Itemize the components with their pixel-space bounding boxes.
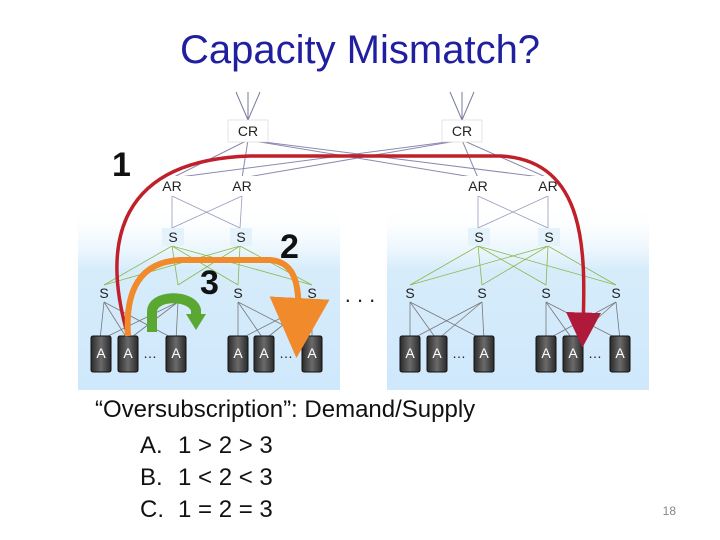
switch-access-5: S (405, 285, 414, 301)
server-ellipsis: … (452, 345, 466, 361)
switch-to-access-links (103, 245, 617, 286)
server: A (562, 335, 584, 373)
switch-upper-2: S (230, 228, 252, 246)
svg-text:S: S (99, 285, 108, 301)
path-1-arrow (115, 154, 601, 348)
option-b[interactable]: B. 1 < 2 < 3 (140, 462, 273, 494)
svg-text:A: A (615, 345, 625, 361)
server: A (609, 335, 631, 373)
svg-text:AR: AR (468, 178, 487, 194)
answer-options: A. 1 > 2 > 3 B. 1 < 2 < 3 C. 1 = 2 = 3 (140, 430, 273, 526)
switch-upper-3: S (468, 228, 490, 246)
server-group-4: A A … A (535, 335, 631, 373)
page-number: 18 (662, 504, 676, 518)
slide-title: Capacity Mismatch? (179, 28, 541, 72)
svg-text:AR: AR (232, 178, 251, 194)
svg-text:S: S (233, 285, 242, 301)
svg-text:AR: AR (538, 178, 557, 194)
svg-text:S: S (405, 285, 414, 301)
option-text: 1 < 2 < 3 (178, 464, 273, 491)
agg-to-switch-links (171, 195, 549, 229)
server-ellipsis: … (279, 345, 293, 361)
server-ellipsis: … (143, 345, 157, 361)
switch-access-8: S (611, 285, 620, 301)
option-a[interactable]: A. 1 > 2 > 3 (140, 430, 273, 462)
core-router-1: CR (227, 119, 269, 143)
svg-text:AR: AR (162, 178, 181, 194)
option-c[interactable]: C. 1 = 2 = 3 (140, 494, 273, 526)
svg-text:A: A (171, 345, 181, 361)
server: A (426, 335, 448, 373)
switch-upper-4: S (538, 228, 560, 246)
switch-upper-1: S (162, 228, 184, 246)
server: A (399, 335, 421, 373)
switch-access-6: S (477, 285, 486, 301)
svg-text:S: S (611, 285, 620, 301)
server: A (227, 335, 249, 373)
core-router-2: CR (441, 119, 483, 143)
server: A (90, 335, 112, 373)
core-uplinks (235, 91, 475, 121)
svg-text:A: A (568, 345, 578, 361)
svg-text:S: S (541, 285, 550, 301)
agg-router-2: AR (224, 176, 260, 196)
server: A (165, 335, 187, 373)
svg-text:A: A (259, 345, 269, 361)
svg-text:S: S (236, 229, 245, 245)
server: A (535, 335, 557, 373)
agg-router-3: AR (460, 176, 496, 196)
svg-text:S: S (477, 285, 486, 301)
server-group-3: A A … A (399, 335, 495, 373)
svg-text:A: A (233, 345, 243, 361)
core-to-agg-links (171, 139, 549, 179)
server: A (301, 335, 323, 373)
option-text: 1 > 2 > 3 (178, 432, 273, 459)
path-2-arrow (124, 257, 330, 358)
marker-2: 2 (280, 228, 299, 266)
svg-text:A: A (432, 345, 442, 361)
path-3-arrow (147, 293, 206, 332)
svg-text:A: A (96, 345, 106, 361)
svg-text:A: A (541, 345, 551, 361)
server: A (473, 335, 495, 373)
svg-text:CR: CR (238, 123, 258, 139)
server-group-1: A A … A (90, 335, 187, 373)
switch-access-3: S (233, 285, 242, 301)
svg-text:A: A (479, 345, 489, 361)
svg-text:A: A (405, 345, 415, 361)
switch-access-7: S (541, 285, 550, 301)
option-text: 1 = 2 = 3 (178, 496, 273, 523)
option-letter: B. (140, 464, 163, 491)
server: A (117, 335, 139, 373)
pod-gap-ellipsis: . . . (345, 282, 376, 307)
marker-3: 3 (200, 264, 219, 302)
svg-text:S: S (474, 229, 483, 245)
svg-text:A: A (123, 345, 133, 361)
option-letter: A. (140, 432, 163, 459)
network-topology-diagram: CR CR AR AR AR AR S S S S S S S S S S S … (78, 91, 649, 390)
agg-router-1: AR (154, 176, 190, 196)
server: A (253, 335, 275, 373)
svg-text:CR: CR (452, 123, 472, 139)
svg-text:S: S (168, 229, 177, 245)
svg-text:S: S (307, 285, 316, 301)
option-letter: C. (140, 496, 164, 523)
switch-access-4: S (307, 285, 316, 301)
question-text: “Oversubscription”: Demand/Supply (95, 396, 476, 423)
svg-text:A: A (307, 345, 317, 361)
marker-1: 1 (112, 146, 131, 184)
switch-access-1: S (99, 285, 108, 301)
svg-text:S: S (544, 229, 553, 245)
server-ellipsis: … (588, 345, 602, 361)
